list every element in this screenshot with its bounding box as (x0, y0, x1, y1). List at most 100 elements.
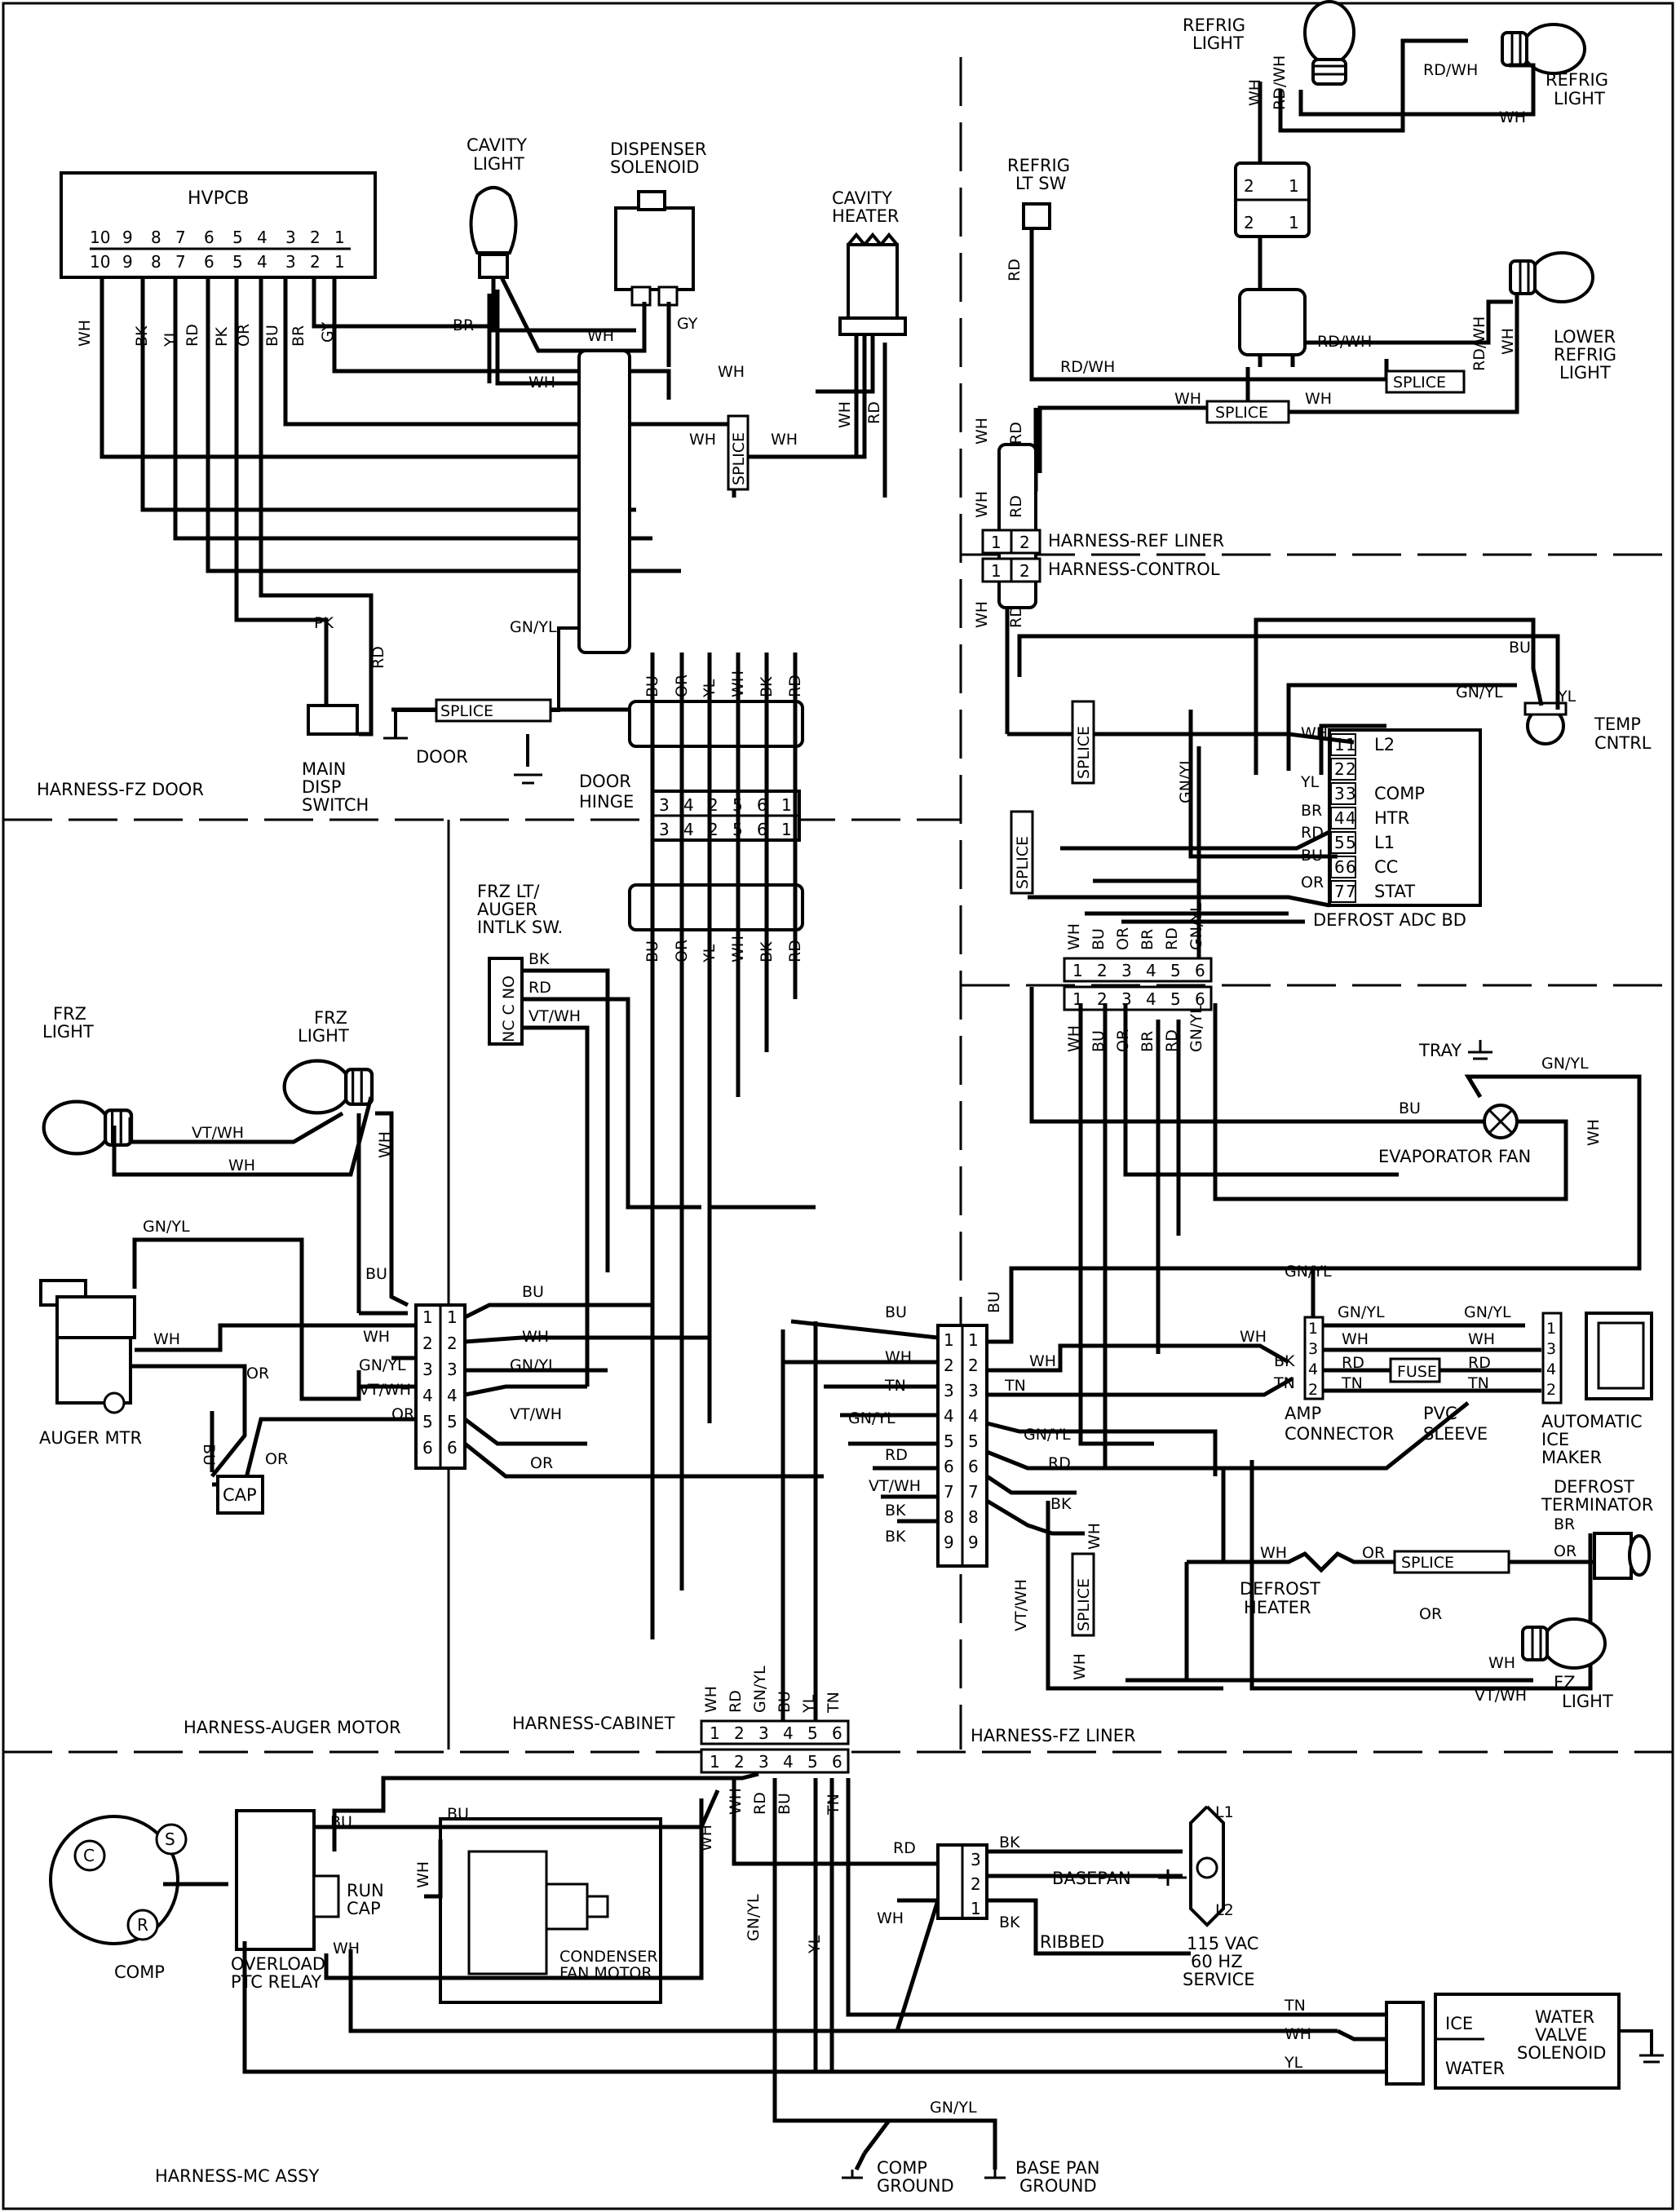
adc-terminal-box (1330, 831, 1356, 854)
hvpcb-pin: 10 (90, 252, 110, 272)
defrost-terminator: DEFROST TERMINATOR BR OR (1541, 1477, 1653, 1580)
fz-light: WH VT/WH FZ LIGHT (1475, 1617, 1613, 1711)
svg-text:REFRIG: REFRIG (1546, 70, 1608, 90)
svg-text:RIBBED: RIBBED (1040, 1932, 1104, 1952)
svg-text:MAKER: MAKER (1541, 1448, 1602, 1467)
svg-text:SWITCH: SWITCH (302, 795, 369, 815)
nine-pin-number: 3 (944, 1381, 954, 1400)
hvpcb-pin: 8 (151, 228, 161, 247)
frz-light-wires (112, 1096, 409, 1313)
nine-pin-number: 5 (944, 1431, 954, 1451)
adc-plug-pin: 5 (1170, 989, 1181, 1009)
nine-pin-number: 2 (944, 1356, 954, 1375)
svg-text:GN/YL: GN/YL (1464, 1303, 1511, 1321)
svg-text:SPLICE: SPLICE (1075, 1578, 1093, 1631)
svg-text:ICE: ICE (1541, 1430, 1569, 1449)
cavity-light: CAVITY LIGHT (467, 135, 527, 279)
tray-ground: TRAY GN/YL (1418, 1040, 1589, 1073)
cabinet-plug-pin: 4 (783, 1752, 794, 1772)
svg-text:WH: WH (1342, 1330, 1369, 1348)
svg-text:115 VAC: 115 VAC (1187, 1934, 1258, 1953)
splice-fz-liner: SPLICE WH VT/WH WH (1012, 1523, 1103, 1680)
svg-text:2: 2 (1244, 213, 1254, 232)
cabinet-plug-wire-label: BU (776, 1691, 794, 1713)
svg-text:GN/YL: GN/YL (510, 618, 557, 636)
svg-text:2: 2 (971, 1874, 981, 1894)
svg-text:SPLICE: SPLICE (1393, 374, 1446, 392)
svg-text:EVAPORATOR FAN: EVAPORATOR FAN (1378, 1147, 1531, 1166)
svg-text:VT/WH: VT/WH (869, 1477, 921, 1495)
svg-text:AUTOMATIC: AUTOMATIC (1541, 1412, 1643, 1431)
nine-pin-number: 7 (968, 1482, 979, 1502)
svg-text:FUSE: FUSE (1397, 1363, 1437, 1381)
adc-terminal-box (1330, 856, 1356, 878)
svg-text:CAP: CAP (347, 1899, 381, 1918)
svg-text:SERVICE: SERVICE (1183, 1970, 1255, 1989)
svg-text:SPLICE: SPLICE (1014, 836, 1032, 889)
adc-terminal-label: L2 (1374, 735, 1395, 754)
hvpcb-pin: 9 (122, 228, 133, 247)
svg-text:LOWER: LOWER (1554, 327, 1616, 347)
svg-text:SOLENOID: SOLENOID (610, 157, 699, 177)
adc-terminal-number: 4 (1334, 808, 1345, 828)
svg-text:DOOR: DOOR (416, 747, 468, 767)
svg-text:WH: WH (1174, 390, 1201, 408)
refrig-light-right: REFRIG LIGHT (1501, 23, 1608, 108)
svg-text:SLEEVE: SLEEVE (1423, 1424, 1488, 1444)
cabinet-plug-wire-label: TN (825, 1692, 842, 1714)
svg-text:WH: WH (1086, 1523, 1103, 1550)
svg-text:WH: WH (1240, 1328, 1267, 1346)
hvpcb-pin: 10 (90, 228, 110, 247)
svg-text:OR: OR (1554, 1542, 1577, 1560)
ice-maker-pin: 1 (1546, 1320, 1556, 1338)
svg-text:S: S (165, 1829, 175, 1849)
svg-text:WH: WH (689, 431, 716, 449)
svg-text:REFRIG: REFRIG (1007, 156, 1070, 175)
svg-text:BK: BK (1050, 1495, 1072, 1513)
svg-text:HARNESS-CONTROL: HARNESS-CONTROL (1048, 560, 1220, 579)
main-disp-switch: MAIN DISP SWITCH (302, 704, 369, 815)
amp-pin: 4 (1308, 1360, 1318, 1378)
svg-text:SPLICE: SPLICE (1401, 1554, 1454, 1572)
svg-text:L2: L2 (1215, 1901, 1234, 1919)
adc-terminal-number: 3 (1334, 784, 1345, 803)
svg-text:HINGE: HINGE (579, 792, 634, 812)
svg-text:2: 2 (1019, 533, 1030, 552)
svg-text:FRZ: FRZ (53, 1004, 86, 1024)
svg-text:OR: OR (246, 1365, 269, 1382)
svg-text:RD: RD (1342, 1354, 1364, 1372)
svg-text:2: 2 (1019, 561, 1030, 581)
svg-text:RD: RD (1007, 422, 1025, 445)
nine-pin-number: 8 (944, 1507, 954, 1527)
adc-terminal-box (1330, 758, 1356, 781)
svg-text:ICE: ICE (1445, 2014, 1473, 2033)
svg-text:RD/WH: RD/WH (1423, 61, 1478, 79)
svg-text:WH: WH (1499, 108, 1526, 126)
region-mc-assy: HARNESS-MC ASSY (155, 2166, 319, 2186)
adc-plug-pin: 6 (1195, 961, 1205, 980)
svg-text:BASE PAN: BASE PAN (1015, 2158, 1099, 2178)
region-cabinet: HARNESS-CABINET (512, 1714, 675, 1733)
svg-text:BU: BU (200, 1444, 218, 1466)
nine-pin-number: 6 (944, 1457, 954, 1476)
svg-text:CAVITY: CAVITY (467, 135, 527, 155)
cabinet-wire-label: WH (729, 936, 747, 962)
adc-terminal-number: 1 (1346, 735, 1356, 754)
svg-text:1: 1 (971, 1899, 981, 1918)
nine-pin-number: 6 (968, 1457, 979, 1476)
hinge-pin: 1 (781, 795, 792, 815)
svg-text:2: 2 (1244, 176, 1254, 196)
frz-light-2: FRZ LIGHT (285, 1008, 372, 1113)
temp-cntrl: TEMP CNTRL (1523, 701, 1652, 753)
svg-text:OR: OR (235, 324, 253, 347)
svg-text:CONDENSER: CONDENSER (559, 1948, 658, 1966)
svg-text:HEATER: HEATER (832, 206, 899, 226)
svg-text:WH: WH (836, 401, 854, 428)
cabinet-wire-label: RD (786, 940, 804, 962)
svg-text:BU: BU (985, 1291, 1003, 1313)
